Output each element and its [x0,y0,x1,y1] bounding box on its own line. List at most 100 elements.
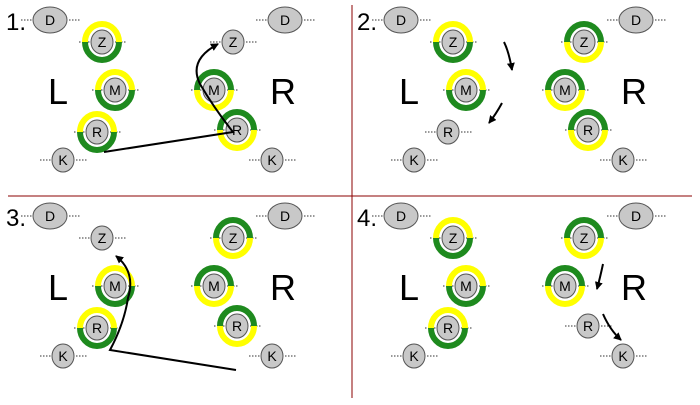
node-circle [576,313,600,339]
yellow-ring-arc [545,89,585,111]
green-ring-arc [95,285,135,307]
node-d: D [607,202,667,230]
node-label: M [208,82,220,98]
green-ring-arc [217,109,257,131]
node-label: D [396,12,406,28]
node-circle [260,343,284,369]
node-circle [221,225,245,251]
arrow-z-to-m [503,41,515,71]
node-circle [225,117,249,143]
node-label: K [267,348,277,364]
node-d: D [256,6,316,34]
node-m: M [443,265,491,307]
node-k: K [600,343,648,369]
node-label: Z [98,34,107,50]
node-label: R [92,320,102,336]
node-circle [618,202,654,230]
node-k: K [391,343,439,369]
node-circle [260,147,284,173]
yellow-ring-arc [433,21,473,43]
green-ring-arc [82,41,122,63]
node-label: Z [229,34,238,50]
left-side-label: L [399,267,419,308]
node-circle [225,313,249,339]
node-m: M [92,265,140,307]
node-label: R [583,318,593,334]
left-side-label: L [48,267,68,308]
node-d: D [21,6,81,34]
node-d: D [607,6,667,34]
node-r: R [425,119,473,145]
right-side-label: R [621,267,647,308]
arrow-m-to-r [602,313,622,341]
node-circle [103,273,127,299]
node-z: Z [79,225,127,251]
yellow-ring-arc [95,69,135,91]
node-circle [32,202,68,230]
node-z: Z [79,21,127,63]
node-circle [202,273,226,299]
node-label: D [396,208,406,224]
node-z: Z [430,217,478,259]
green-ring-arc [77,327,117,349]
node-k: K [249,147,297,173]
panel-number: 2. [357,9,377,36]
node-r: R [565,313,613,339]
node-label: K [409,152,419,168]
node-label: R [443,124,453,140]
node-d: D [372,202,432,230]
node-label: Z [449,34,458,50]
arrow-m-to-r [488,102,503,124]
node-label: Z [449,230,458,246]
node-circle [441,29,465,55]
node-label: Z [98,230,107,246]
node-label: M [109,82,121,98]
node-m: M [191,265,239,307]
node-label: Z [580,34,589,50]
node-r: R [214,305,262,347]
node-k: K [391,147,439,173]
right-side-label: R [270,267,296,308]
node-label: K [58,348,68,364]
green-ring-arc [194,69,234,91]
node-circle [85,119,109,145]
node-circle [441,225,465,251]
node-r: R [565,109,613,151]
left-side-label: L [48,71,68,112]
node-r: R [214,109,262,151]
yellow-ring-arc [446,69,486,91]
node-circle [103,77,127,103]
green-ring-arc [564,21,604,43]
panel-number: 1. [6,9,26,36]
node-label: D [45,12,55,28]
node-r: R [74,307,122,349]
node-circle [85,315,109,341]
node-label: Z [580,230,589,246]
node-d: D [21,202,81,230]
node-label: R [232,122,242,138]
node-label: M [208,278,220,294]
node-d: D [372,6,432,34]
green-ring-arc [433,41,473,63]
node-circle [51,343,75,369]
right-side-label: R [621,71,647,112]
node-circle [267,202,303,230]
node-r: R [74,111,122,153]
node-label: M [559,278,571,294]
node-r: R [425,307,473,349]
node-k: K [40,343,88,369]
node-label: D [280,12,290,28]
node-label: M [460,82,472,98]
node-circle [383,202,419,230]
node-circle [221,29,245,55]
yellow-ring-arc [433,217,473,239]
node-circle [90,225,114,251]
node-circle [553,77,577,103]
yellow-ring-arc [217,129,257,151]
node-label: M [109,278,121,294]
node-m: M [542,265,590,307]
node-circle [383,6,419,34]
